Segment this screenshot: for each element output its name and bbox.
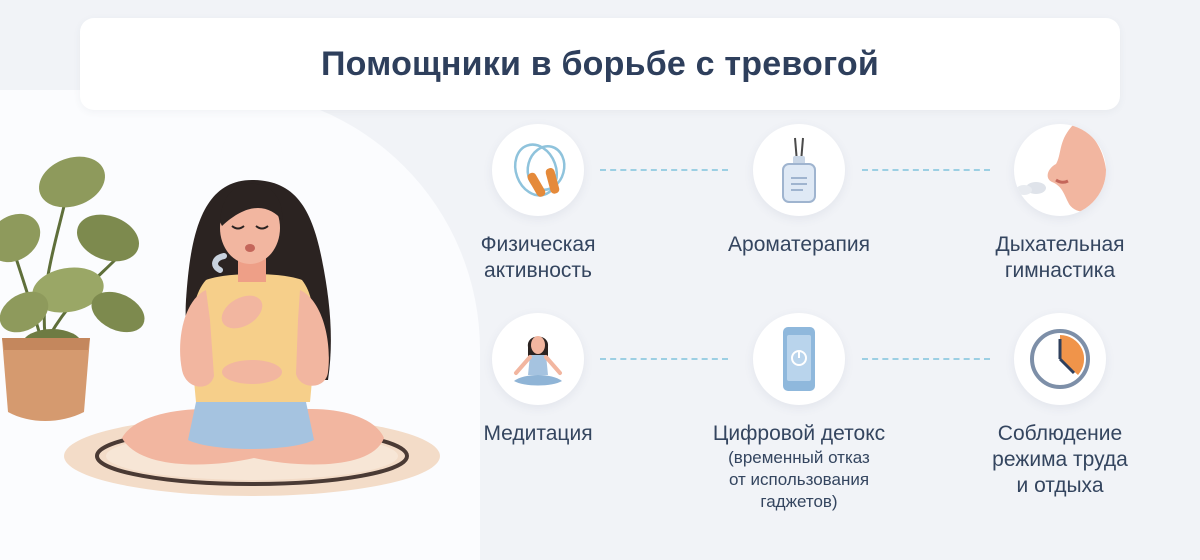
meditating-woman-illustration bbox=[0, 156, 440, 496]
helper-digital-detox: Цифровой детокс (временный отказ от испо… bbox=[694, 313, 904, 513]
connector-line bbox=[862, 169, 990, 171]
helper-label: и отдыха bbox=[1016, 474, 1104, 497]
helper-label: Медитация bbox=[483, 422, 593, 445]
jump-rope-icon bbox=[492, 124, 584, 216]
helper-physical-activity: Физическая активность bbox=[433, 124, 643, 284]
helper-sublabel: (временный отказ bbox=[728, 448, 870, 467]
connector-line bbox=[600, 358, 728, 360]
helper-label: Физическая bbox=[480, 233, 596, 256]
helper-label: Дыхательная bbox=[995, 233, 1125, 256]
connector-line bbox=[600, 169, 728, 171]
helper-meditation: Медитация bbox=[433, 313, 643, 447]
helper-aromatherapy: Ароматерапия bbox=[694, 124, 904, 258]
helper-label: Цифровой детокс bbox=[712, 422, 886, 445]
helper-label: гимнастика bbox=[1004, 259, 1116, 282]
smartphone-icon bbox=[753, 313, 845, 405]
helpers-grid: Физическая активность Ароматерапия bbox=[460, 118, 1200, 515]
helper-label: Ароматерапия bbox=[728, 233, 870, 256]
helper-label: режима труда bbox=[992, 448, 1128, 471]
helper-work-rest: Соблюдение режима труда и отдыха bbox=[955, 313, 1165, 499]
title-card: Помощники в борьбе с тревогой bbox=[80, 18, 1120, 110]
meditation-icon bbox=[492, 313, 584, 405]
helper-sublabel: от использования гаджетов) bbox=[728, 470, 870, 511]
helper-breathing: Дыхательная гимнастика bbox=[955, 124, 1165, 284]
connector-line bbox=[862, 358, 990, 360]
breathing-face-icon bbox=[1014, 124, 1106, 216]
helper-label: Соблюдение bbox=[997, 422, 1123, 445]
aroma-diffuser-icon bbox=[753, 124, 845, 216]
helper-label: активность bbox=[484, 259, 592, 282]
clock-icon bbox=[1014, 313, 1106, 405]
page-title: Помощники в борьбе с тревогой bbox=[321, 44, 879, 83]
